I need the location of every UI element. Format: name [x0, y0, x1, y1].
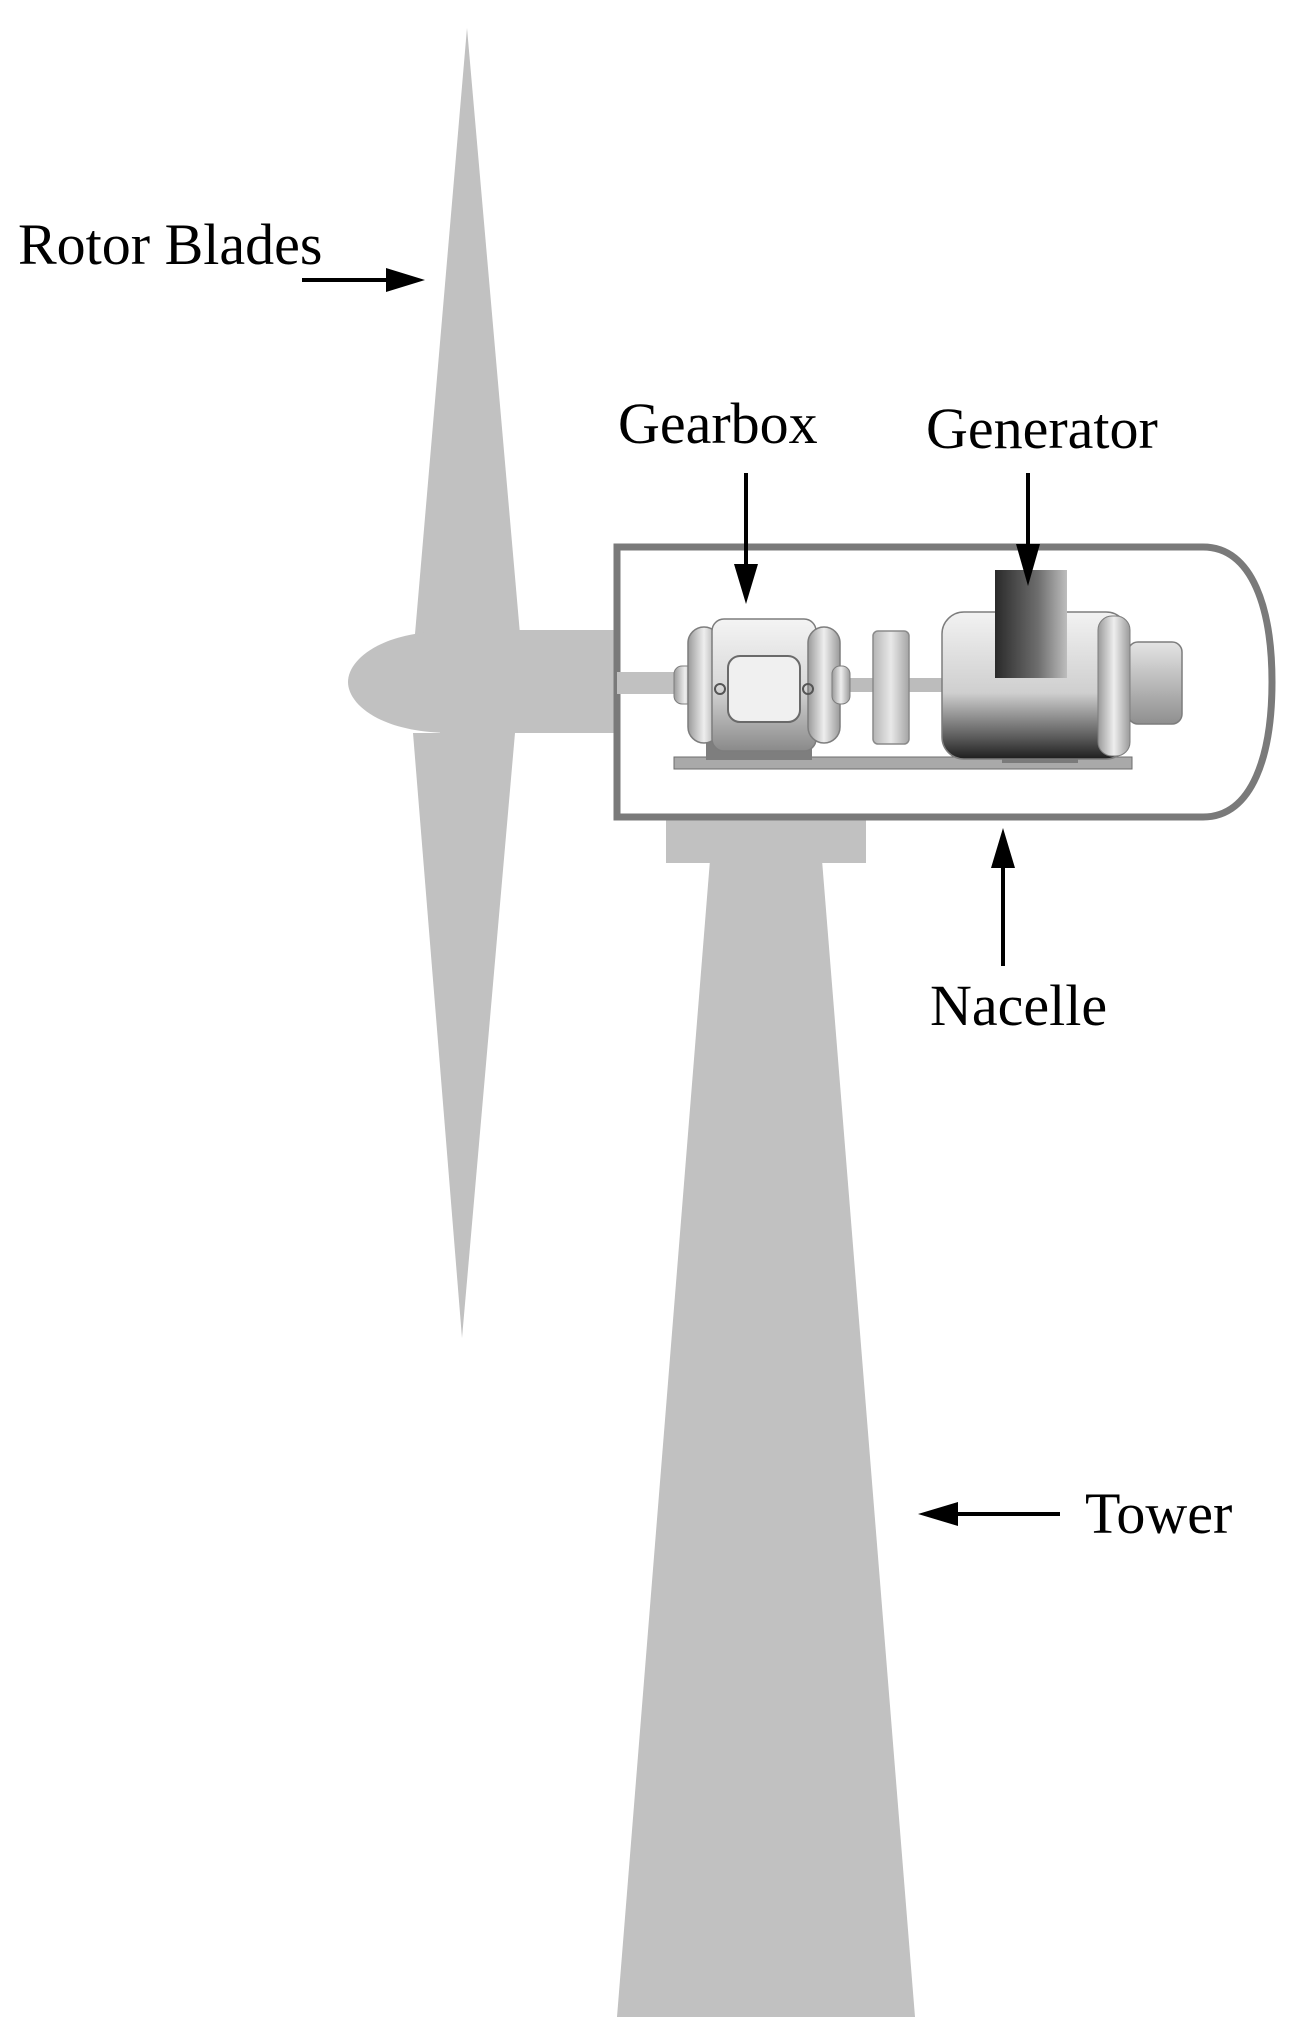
tower-arrow: [918, 1502, 1060, 1526]
gearbox-component: [673, 618, 851, 760]
yaw-bearing: [666, 817, 866, 863]
tower: [617, 860, 915, 2017]
tower-label: Tower: [1085, 1481, 1232, 1546]
rotor-blades-arrow: [302, 268, 425, 292]
rotor-hub: [348, 631, 520, 733]
nacelle-label: Nacelle: [930, 973, 1107, 1038]
generator-arrow: [1016, 473, 1040, 586]
gearbox-label: Gearbox: [618, 391, 818, 456]
generator-component: [941, 570, 1183, 763]
lower-rotor-blade: [413, 733, 515, 1338]
nacelle-arrow: [991, 828, 1015, 966]
rotor-blades-label: Rotor Blades: [18, 212, 322, 277]
coupling: [872, 630, 910, 745]
low-speed-shaft: [617, 672, 679, 694]
upper-rotor-blade: [415, 28, 520, 634]
generator-label: Generator: [926, 396, 1158, 461]
gearbox-arrow: [734, 473, 758, 604]
